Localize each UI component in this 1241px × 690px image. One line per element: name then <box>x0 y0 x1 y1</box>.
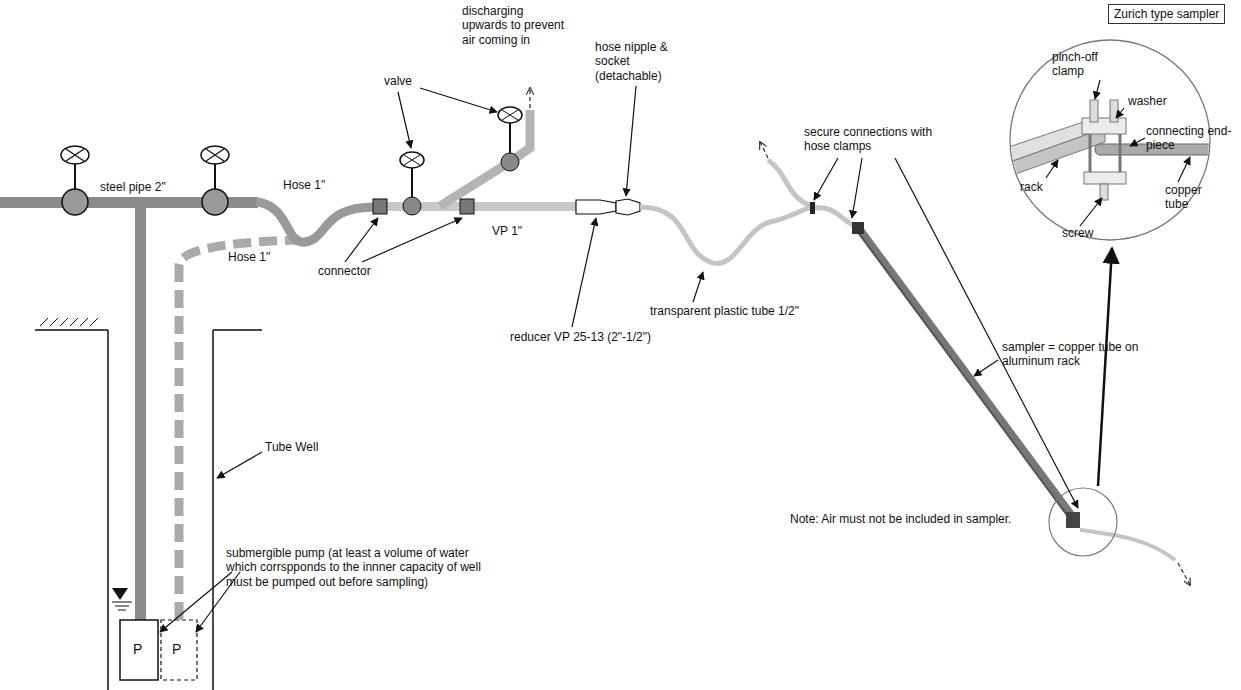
hose <box>256 202 380 242</box>
valves <box>61 146 229 215</box>
part-name: Hose 1" <box>228 250 270 264</box>
part-name: Tube Well <box>265 440 318 454</box>
vp-pipe <box>373 88 640 215</box>
part-name: valve <box>384 74 412 88</box>
part-name: secure connections with hose clamps <box>804 125 939 154</box>
note-text: discharging upwards to prevent air comin… <box>462 4 572 47</box>
part-name: copper tube <box>1165 183 1215 212</box>
part-name: hose nipple & socket (detachable) <box>595 40 690 83</box>
part-name: reducer VP 25-13 (2"-1/2") <box>510 330 651 344</box>
pump-symbol-letter: P <box>172 641 181 658</box>
part-name: pinch-off clamp <box>1052 50 1112 79</box>
note-text: Note: Air must not be included in sample… <box>790 512 1011 526</box>
part-name: transparent plastic tube 1/2" <box>650 304 799 318</box>
pump-symbol-letter: P <box>133 641 142 658</box>
part-name: steel pipe 2" <box>100 180 166 194</box>
part-name: connecting end-piece <box>1146 124 1236 153</box>
steel-pipe <box>0 197 258 680</box>
title-box: Zurich type sampler <box>1108 4 1225 24</box>
water-level <box>112 588 132 610</box>
note-text: submergible pump (at least a volume of w… <box>226 546 486 589</box>
part-name: Hose 1" <box>283 178 325 192</box>
leader-lines <box>160 80 1190 632</box>
title-text: Zurich type sampler <box>1114 7 1219 21</box>
part-name: connector <box>318 264 371 278</box>
sampler-inset <box>1000 40 1225 240</box>
zoom-arrow <box>1098 248 1112 486</box>
part-name: sampler = copper tube on aluminum rack <box>1002 340 1142 369</box>
part-name: rack <box>1020 180 1043 194</box>
part-name: screw <box>1062 226 1093 240</box>
part-name: VP 1" <box>492 224 522 238</box>
ground <box>35 318 262 690</box>
part-name: washer <box>1128 94 1167 108</box>
